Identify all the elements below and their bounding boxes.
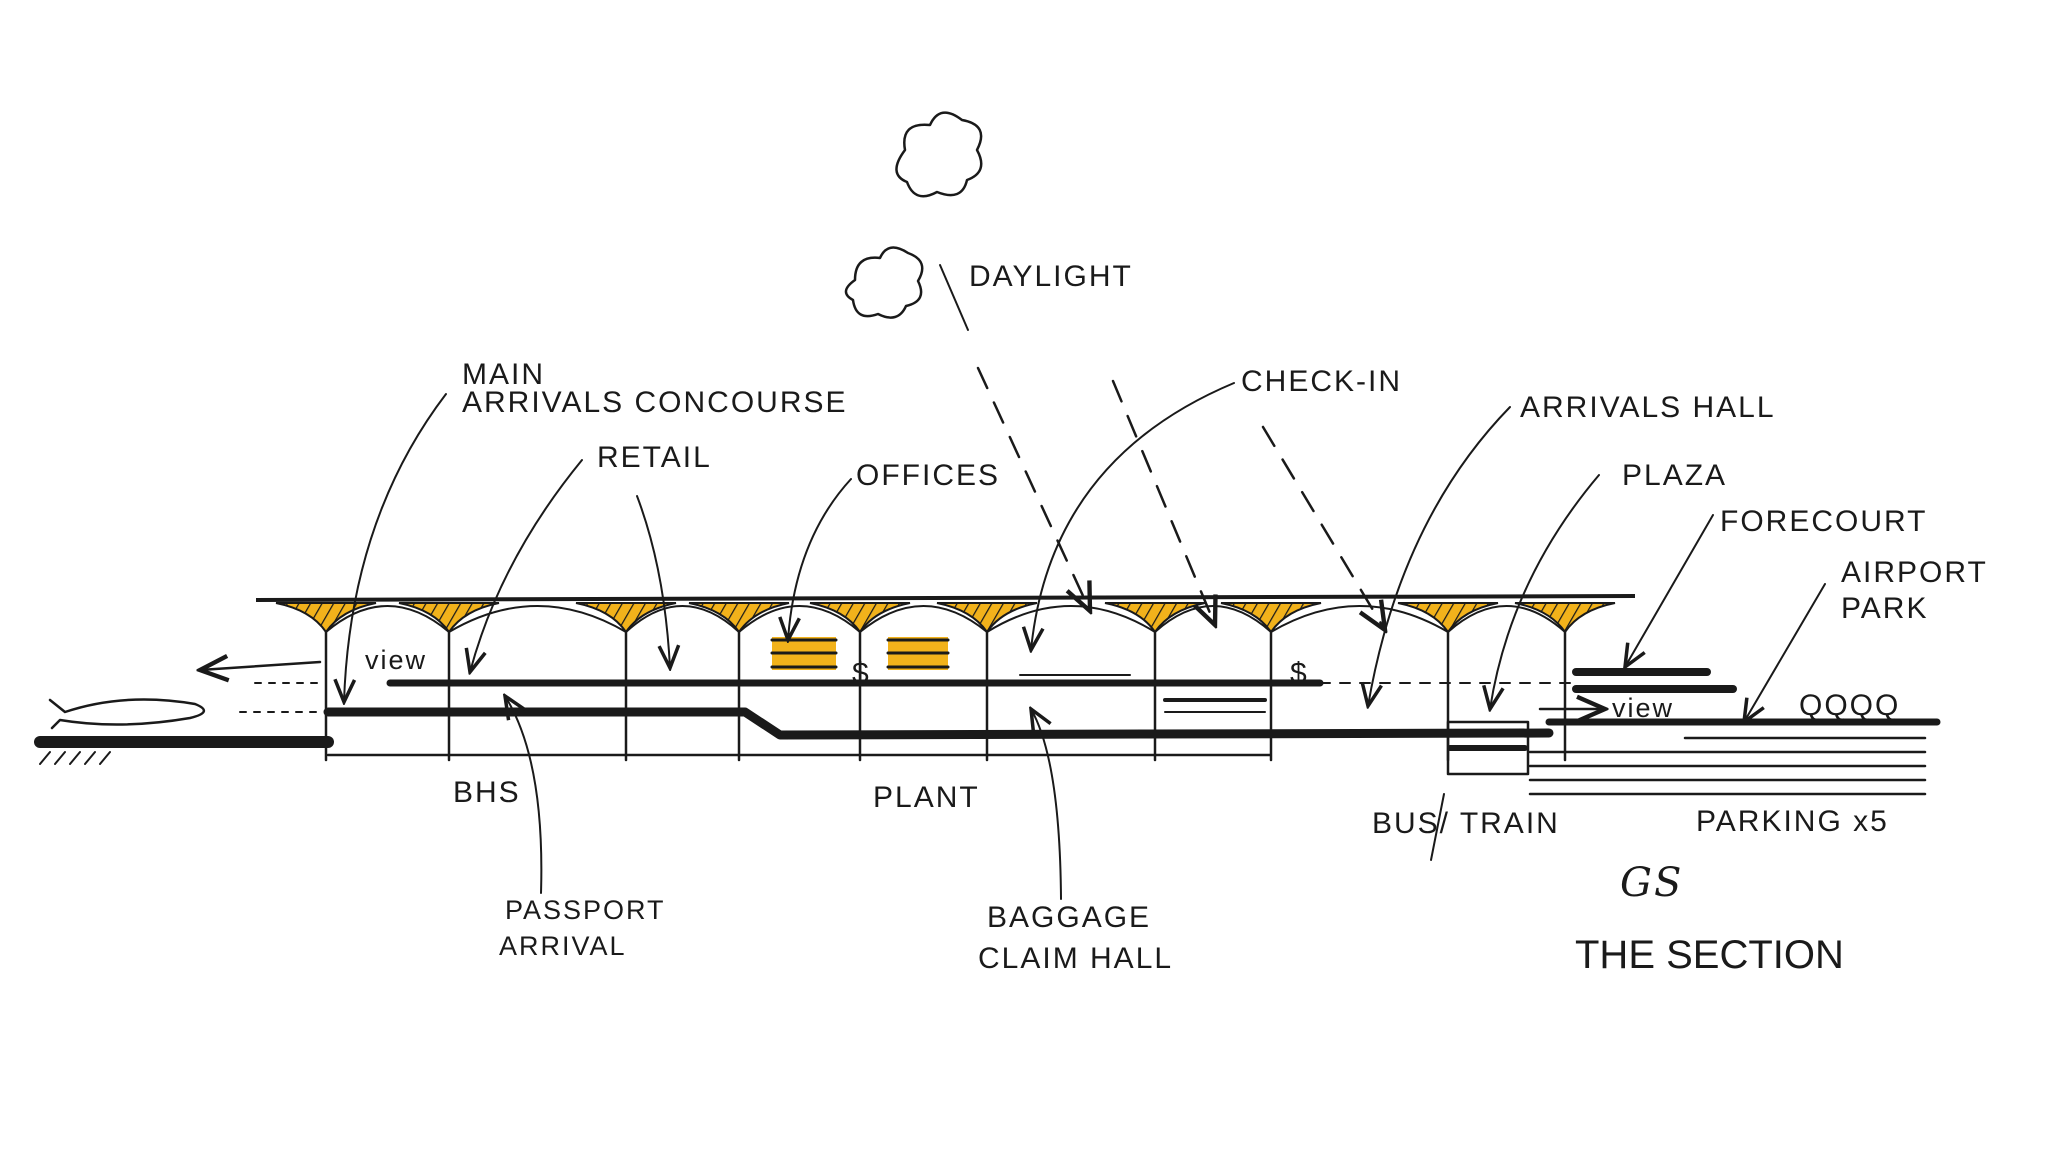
label-baggage: BAGGAGE (987, 901, 1151, 934)
roof-arch (738, 605, 861, 633)
roof-arch (1447, 605, 1566, 633)
label-passport-arrival: ARRIVAL (499, 931, 627, 961)
roof-line (255, 594, 1636, 602)
roof-node (275, 602, 377, 634)
roof-node (936, 602, 1038, 634)
label-bus-train: BUS/ TRAIN (1372, 807, 1560, 840)
daylight-leader (939, 264, 969, 331)
roof-arch (859, 605, 988, 633)
roof-arch (1270, 605, 1449, 633)
view-arrow-left (200, 662, 322, 670)
roof-arch (448, 605, 627, 633)
label-main-arrivals-concourse: ARRIVALS CONCOURSE (462, 386, 848, 419)
label-forecourt: FORECOURT (1720, 505, 1927, 538)
roof-node (688, 602, 790, 634)
label-plant: PLANT (873, 781, 980, 814)
label-offices: OFFICES (856, 459, 1000, 492)
roof-canopy (255, 594, 1636, 634)
label-passport: PASSPORT (505, 895, 666, 925)
label-retail: RETAIL (597, 441, 712, 474)
office-blocks (770, 637, 950, 670)
roof-node (575, 602, 677, 634)
sketch-title: THE SECTION (1575, 933, 1844, 977)
roof-node (1220, 602, 1322, 634)
label-airport: AIRPORT (1841, 556, 1988, 589)
cloud-icon (895, 111, 983, 198)
stair-symbol: $ (852, 657, 871, 690)
label-view-left: view (365, 645, 427, 675)
label-plaza: PLAZA (1622, 459, 1727, 492)
label-parking: PARKING x5 (1696, 805, 1889, 838)
roof-node (1514, 602, 1616, 634)
structural-columns (324, 630, 1567, 762)
label-main-arrivals: MAIN (462, 358, 545, 391)
cloud-icon (844, 246, 924, 319)
roof-node (1397, 602, 1499, 634)
label-bhs: BHS (453, 776, 521, 809)
roof-arch (986, 605, 1156, 633)
daylight-rays (976, 366, 1385, 630)
roof-node (809, 602, 911, 634)
stair-symbol: $ (1290, 657, 1309, 690)
label-check-in: CHECK-IN (1241, 365, 1402, 398)
label-claim-hall: CLAIM HALL (978, 942, 1173, 975)
floor-slabs (34, 668, 1941, 796)
parked-cars: QQQQ (1799, 689, 1900, 722)
roof-arch (625, 605, 740, 633)
roof-arch (325, 605, 450, 633)
roof-node (1104, 602, 1206, 634)
label-view-right: view (1612, 693, 1674, 723)
label-arrivals-hall: ARRIVALS HALL (1520, 391, 1776, 424)
aircraft-icon (48, 698, 205, 730)
signature: GS (1620, 860, 1683, 906)
label-daylight: DAYLIGHT (969, 260, 1133, 293)
leader-lines (344, 382, 1826, 900)
label-park: PARK (1841, 592, 1928, 625)
roof-arch (1154, 605, 1272, 633)
